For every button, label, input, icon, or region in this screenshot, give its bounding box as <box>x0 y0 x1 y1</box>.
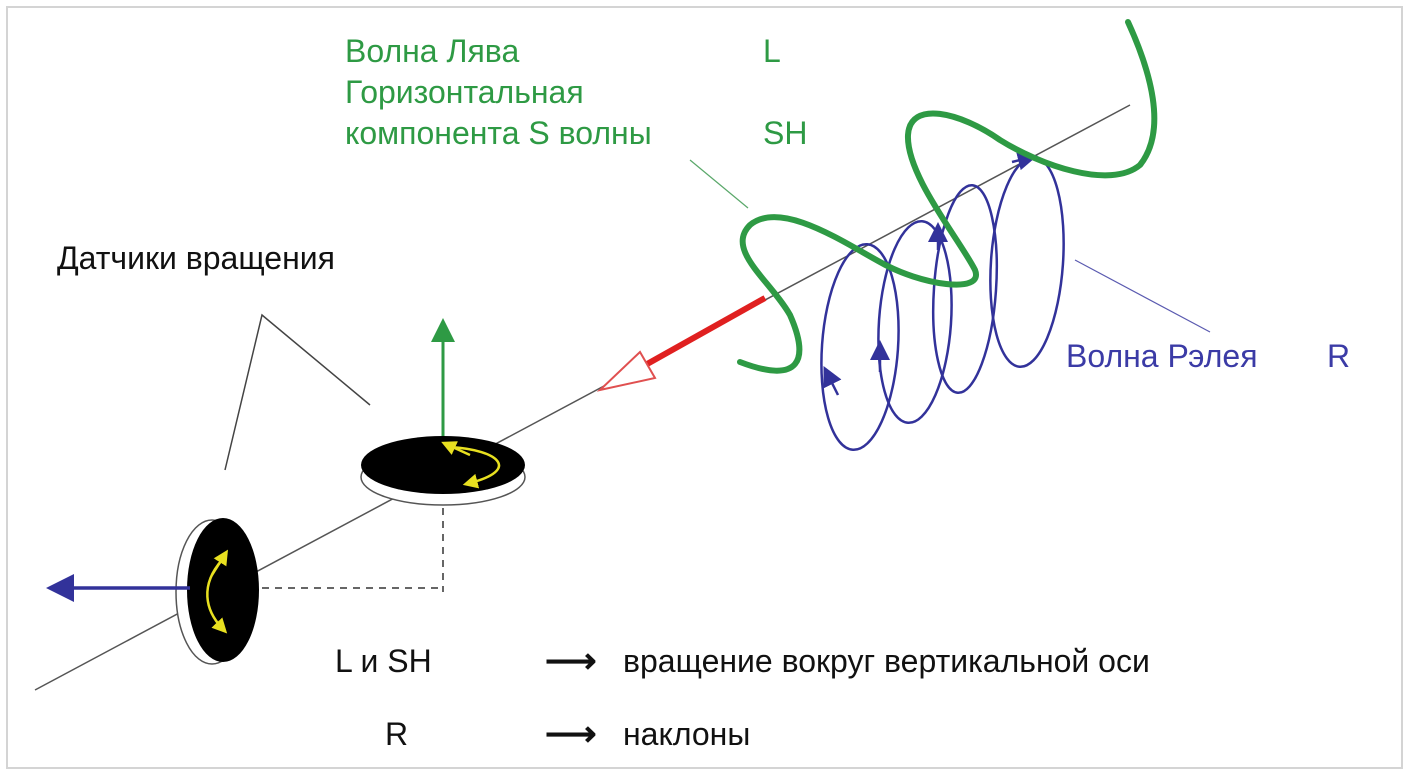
love-wave-label: Волна Лява <box>345 33 520 69</box>
rotation-arrow-icon <box>441 441 471 457</box>
rayleigh-loop <box>877 219 953 425</box>
vertical-rotation-sensor <box>175 518 259 665</box>
sh-symbol: SH <box>763 115 808 151</box>
rayleigh-arrow <box>823 366 842 396</box>
rayleigh-leader-line <box>1074 259 1211 333</box>
rayleigh-wave <box>820 150 1065 452</box>
diagram-frame <box>6 6 1403 769</box>
legend-meaning: наклоны <box>623 716 751 752</box>
rotation-arrow-icon <box>210 549 229 576</box>
horizontal-rotation-sensor <box>360 436 526 506</box>
rayleigh-arrow <box>1011 150 1038 171</box>
love-wave-symbol: L <box>763 33 781 69</box>
legend-key: R <box>385 716 409 752</box>
arrow-right-icon: ⟶ <box>545 713 597 754</box>
sensor-leader-lines <box>224 313 371 471</box>
rayleigh-wave-symbol: R <box>1327 338 1351 374</box>
legend-meaning: вращение вокруг вертикальной оси <box>623 643 1150 679</box>
rayleigh-loop <box>931 183 999 395</box>
arrow-right-icon: ⟶ <box>545 640 597 681</box>
rayleigh-loop <box>820 242 900 452</box>
sh-label-line1: Горизонтальная <box>345 74 584 110</box>
rotation-arrow-icon <box>449 445 501 489</box>
propagation-arrowhead <box>596 350 657 392</box>
love-leader-line <box>689 159 749 209</box>
sh-label-line2: компонента S волны <box>345 115 652 151</box>
propagation-arrow <box>638 295 767 371</box>
rayleigh-wave-label: Волна Рэлея <box>1066 338 1258 374</box>
legend-key: L и SH <box>335 643 432 679</box>
love-wave <box>737 19 1158 374</box>
sensors-label: Датчики вращения <box>57 240 335 276</box>
